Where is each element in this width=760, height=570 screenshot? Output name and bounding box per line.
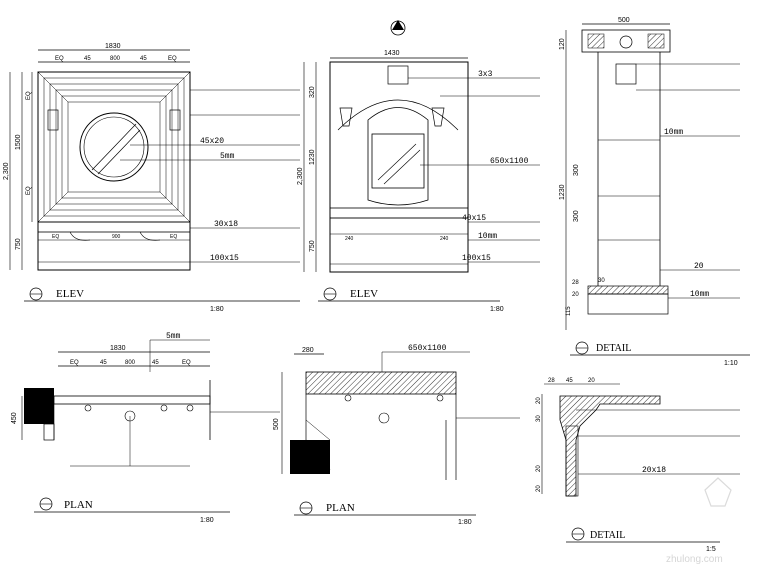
view-title-detail-a: DETAIL 1:5	[566, 527, 720, 553]
dim-west-750: 750	[309, 240, 316, 252]
callout-plan-5mm: 5mm	[166, 332, 181, 341]
dim-detailb-115: 115	[566, 306, 572, 316]
callout-detaila-20x18: 20x18	[642, 466, 666, 475]
callout-100x15-west: 100x15	[462, 254, 491, 263]
dim-detailb-300b: 300	[573, 210, 580, 222]
dim-height-mirror: 1500	[15, 134, 22, 150]
scale-detail-a: 1:5	[706, 546, 716, 553]
dim-45-left: 45	[84, 56, 91, 62]
dim-detaila-45: 45	[566, 378, 573, 384]
dim-eq-left: EQ	[55, 56, 64, 62]
plan-chinese-style: 1830 EQ 45 800 45 EQ 5mm 450 PLAN 1:80	[11, 332, 280, 524]
dim-plan-west-280: 280	[302, 347, 314, 354]
dim-west-240-right: 240	[440, 236, 449, 242]
callout-10mm-elev: 10mm	[478, 232, 497, 241]
dim-plan-west-500: 500	[273, 418, 280, 430]
dim-west-2300: 2,300	[297, 167, 304, 185]
watermark-text: zhulong.com	[666, 554, 723, 565]
view-title-plan-chinese: PLAN 1:80	[34, 497, 230, 524]
view-title-elev-western: ELEV 1:80	[318, 287, 504, 313]
dim-detaila-side20b: 20	[536, 465, 542, 472]
title-tag-plan-cn: PLAN	[64, 499, 93, 511]
dim-side-eq-bottom: EQ	[26, 186, 32, 195]
callout-5mm: 5mm	[220, 152, 235, 161]
elevation-western-style: 1430 240 240 2,300 320 1230 750 3x3 650x…	[297, 20, 540, 313]
title-tag-detail-a: DETAIL	[590, 530, 625, 541]
callout-plan-650x1100: 650x1100	[408, 344, 447, 353]
wall-block	[24, 388, 54, 424]
dim-overall-width: 1830	[105, 43, 121, 50]
callout-45x20: 45x20	[200, 137, 224, 146]
dim-bottom-eq-right: EQ	[170, 234, 177, 240]
title-tag-plan-west: PLAN	[326, 502, 355, 514]
dim-plan-cn-depth: 450	[11, 412, 18, 424]
dim-plan-45-left: 45	[100, 360, 107, 366]
view-title-detail-b: DETAIL 1:10	[570, 341, 750, 367]
dim-detaila-side20a: 20	[536, 397, 542, 404]
dim-plan-800: 800	[125, 360, 136, 366]
dim-detaila-28: 28	[548, 378, 555, 384]
dim-bottom-900: 900	[112, 234, 121, 240]
scale-detail-b: 1:10	[724, 360, 738, 367]
view-title-elev-chinese: ELEV 1:80	[24, 287, 300, 313]
title-tag-elev-cn: ELEV	[56, 288, 84, 300]
dim-height-base: 750	[15, 238, 22, 250]
dim-west-320: 320	[309, 86, 316, 98]
dim-detailb-28: 28	[572, 280, 579, 286]
callout-detailb-20: 20	[694, 262, 704, 271]
dim-eq-right: EQ	[168, 56, 177, 62]
callout-100x15: 100x15	[210, 254, 239, 263]
plan-western-style: 280 650x1100 500 PLAN 1:80	[273, 344, 520, 526]
title-tag-elev-west: ELEV	[350, 288, 378, 300]
detail-a-section: 28 45 20 20 30 20 20 20x18 DETAIL 1:5	[536, 378, 740, 553]
dim-west-1230: 1230	[309, 149, 316, 165]
dim-bottom-eq-left: EQ	[52, 234, 59, 240]
dim-detailb-20: 20	[572, 292, 579, 298]
dim-plan-45-right: 45	[152, 360, 159, 366]
dim-height-total: 2,300	[3, 162, 10, 180]
dim-detaila-side30: 30	[536, 415, 542, 422]
dim-plan-eq-right: EQ	[182, 360, 191, 366]
scale-plan-cn: 1:80	[200, 517, 214, 524]
dim-west-240-left: 240	[345, 236, 354, 242]
watermark: zhulong.com	[666, 477, 732, 565]
scale-elev-west: 1:80	[490, 306, 504, 313]
dim-800: 800	[110, 56, 121, 62]
dim-detailb-120: 120	[559, 38, 566, 50]
callout-detailb-10mm-b: 10mm	[690, 290, 709, 299]
dim-detaila-side20c: 20	[536, 485, 542, 492]
scale-plan-west: 1:80	[458, 519, 472, 526]
dim-45-right: 45	[140, 56, 147, 62]
plan-west-wall	[290, 440, 330, 474]
scale-elev-cn: 1:80	[210, 306, 224, 313]
view-title-plan-western: PLAN 1:80	[294, 501, 476, 526]
dim-detailb-width: 500	[618, 17, 630, 24]
dim-west-width: 1430	[384, 50, 400, 57]
dim-plan-cn-width: 1830	[110, 345, 126, 352]
dim-plan-eq-left: EQ	[70, 360, 79, 366]
dim-detaila-20: 20	[588, 378, 595, 384]
callout-detailb-10mm: 10mm	[664, 128, 683, 137]
dim-side-eq-top: EQ	[26, 91, 32, 100]
dim-detailb-1230: 1230	[559, 184, 566, 200]
title-tag-detail-b: DETAIL	[596, 343, 631, 354]
dim-detailb-300a: 300	[573, 164, 580, 176]
callout-30x18: 30x18	[214, 220, 238, 229]
callout-650x1100-elev: 650x1100	[490, 157, 529, 166]
dim-detailb-30: 30	[598, 278, 605, 284]
detail-b-section: 500 120 1230 300 300 28 20 115 30 10mm 2…	[559, 17, 750, 367]
callout-40x15: 40x15	[462, 214, 486, 223]
elevation-chinese-style: 1830 EQ 45 800 45 EQ EQ 900	[3, 43, 300, 313]
callout-3x3: 3x3	[478, 70, 493, 79]
